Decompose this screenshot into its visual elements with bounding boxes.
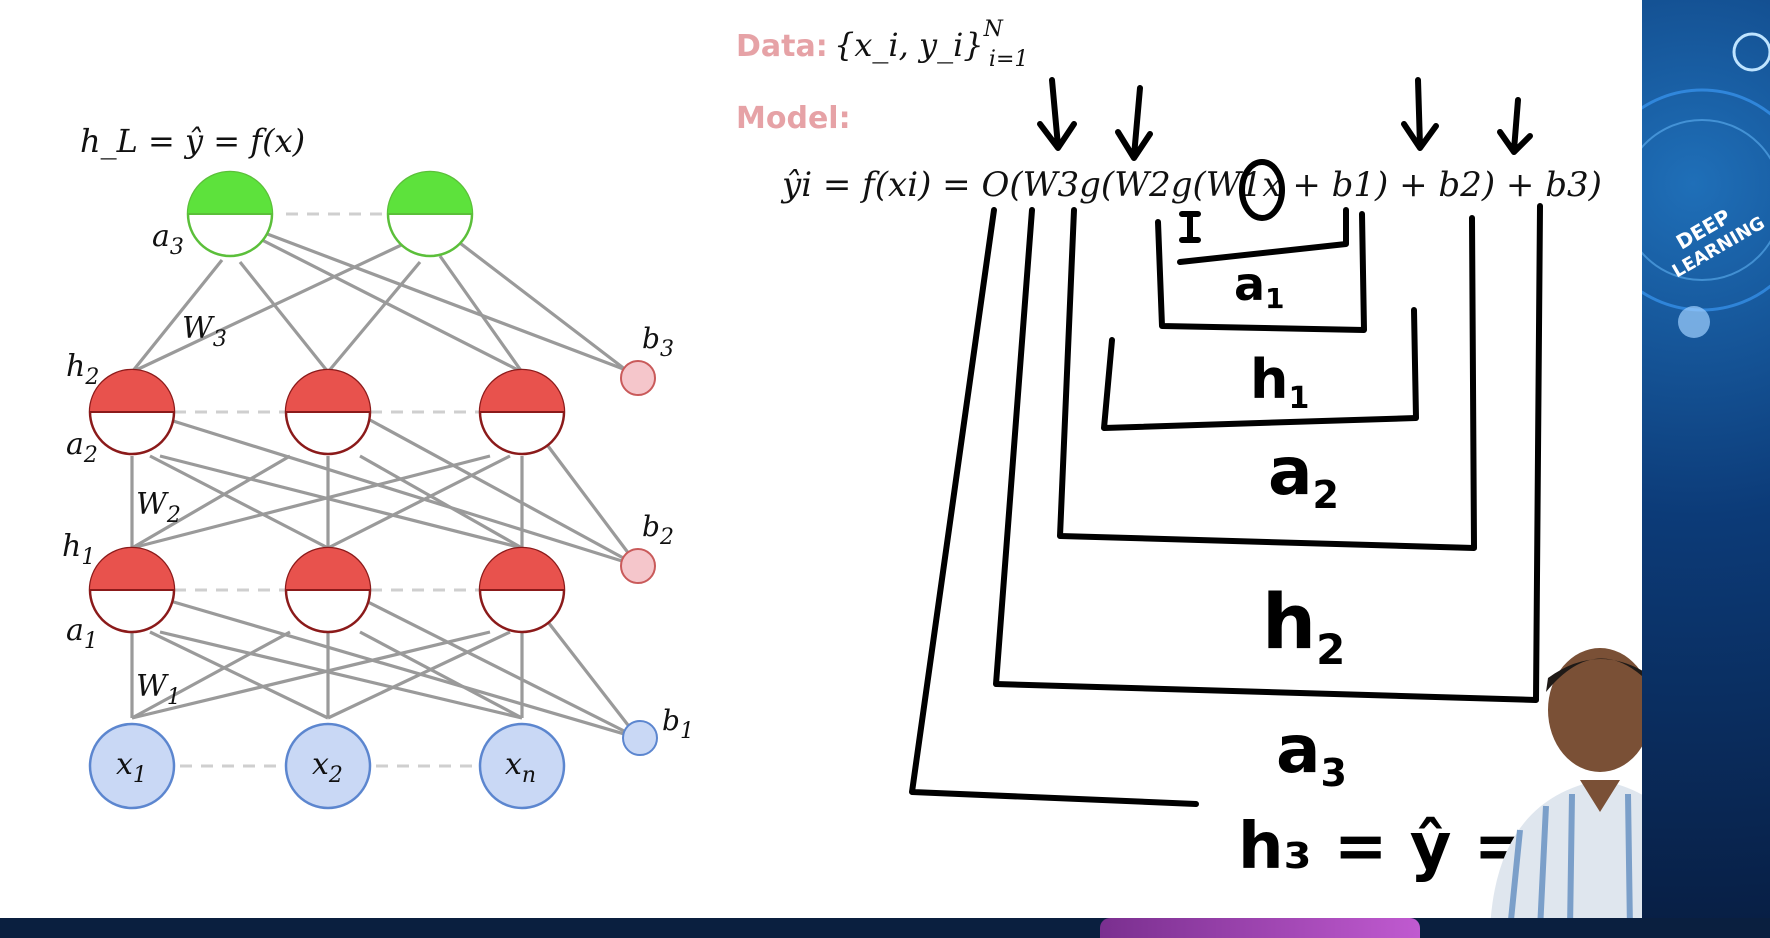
output-neuron	[186, 170, 274, 258]
bias-sub: 3	[660, 337, 674, 362]
annotation-a3: a3	[1276, 711, 1347, 795]
layer-label-h2: h2	[66, 349, 99, 390]
output-function-label: h_L = ŷ = f(x)	[80, 122, 305, 160]
slide: x1 x2 xn	[62, 17, 1642, 918]
svg-text:b2: b2	[642, 510, 674, 550]
input-node-sub: 1	[133, 763, 147, 788]
svg-text:x2: x2	[312, 747, 343, 788]
lightbulb-icon	[1732, 32, 1770, 72]
input-node-label: x	[116, 747, 133, 782]
svg-text:x1: x1	[116, 747, 147, 788]
input-node	[478, 722, 566, 810]
input-node-sub: n	[522, 763, 536, 788]
bias-label: b	[662, 704, 680, 737]
hidden-neuron	[88, 546, 176, 634]
annotation-h1: h1	[1250, 348, 1309, 416]
branding-sidebar: DEEP LEARNING	[1642, 0, 1770, 918]
bias-nodes: b1 b2 b3	[620, 322, 694, 756]
bias-node	[620, 548, 656, 584]
output-layer	[186, 170, 474, 258]
annotation-a2: a2	[1268, 433, 1339, 517]
bias-sub: 2	[659, 525, 674, 550]
svg-text:b1: b1	[662, 704, 694, 744]
layer-label-h1: h1	[62, 529, 95, 570]
presenter-video	[1490, 648, 1642, 918]
hidden-neuron	[478, 368, 566, 456]
bias-node	[622, 720, 658, 756]
layer-label-a1: a1	[66, 613, 98, 654]
layer-label-a3: a3	[152, 219, 184, 260]
annotation-a1: a1	[1234, 257, 1285, 315]
hidden-layer-2	[88, 368, 566, 456]
hidden-neuron	[284, 368, 372, 456]
bias-label: b	[642, 510, 660, 543]
hidden-neuron	[478, 546, 566, 634]
annotation-h2: h2	[1262, 577, 1345, 674]
weight-label-w2: W2	[136, 487, 181, 528]
input-node-sub: 2	[328, 763, 343, 788]
bias-label: b	[642, 322, 660, 355]
model-label: Model:	[736, 101, 851, 136]
hidden-neuron	[284, 546, 372, 634]
weight-label-w3: W3	[182, 311, 227, 352]
hidden-layer-1	[88, 546, 566, 634]
data-label: Data:	[736, 29, 828, 64]
svg-text:b3: b3	[642, 322, 674, 362]
model-equation: ŷi = f(xi) = O(W3g(W2g(W1x + b1) + b2) +…	[780, 165, 1602, 205]
slide-canvas: x1 x2 xn	[62, 17, 1603, 884]
output-neuron	[386, 170, 474, 258]
svg-text:xn: xn	[505, 747, 536, 788]
bias-node	[620, 360, 656, 396]
ink-annotations: a1 h1 a2 h2 a3 h₃ = ŷ = ^	[909, 77, 1603, 884]
bias-sub: 1	[680, 719, 694, 744]
weight-label-w1: W1	[136, 669, 181, 710]
input-node	[284, 722, 372, 810]
input-node-label: x	[505, 747, 522, 782]
hand-icon	[1678, 306, 1710, 338]
input-layer: x1 x2 xn	[88, 722, 566, 810]
input-node	[88, 722, 176, 810]
layer-label-a2: a2	[66, 427, 98, 468]
hidden-neuron	[88, 368, 176, 456]
bottom-bar	[0, 918, 1770, 938]
network-edges	[130, 212, 640, 768]
input-node-label: x	[312, 747, 329, 782]
